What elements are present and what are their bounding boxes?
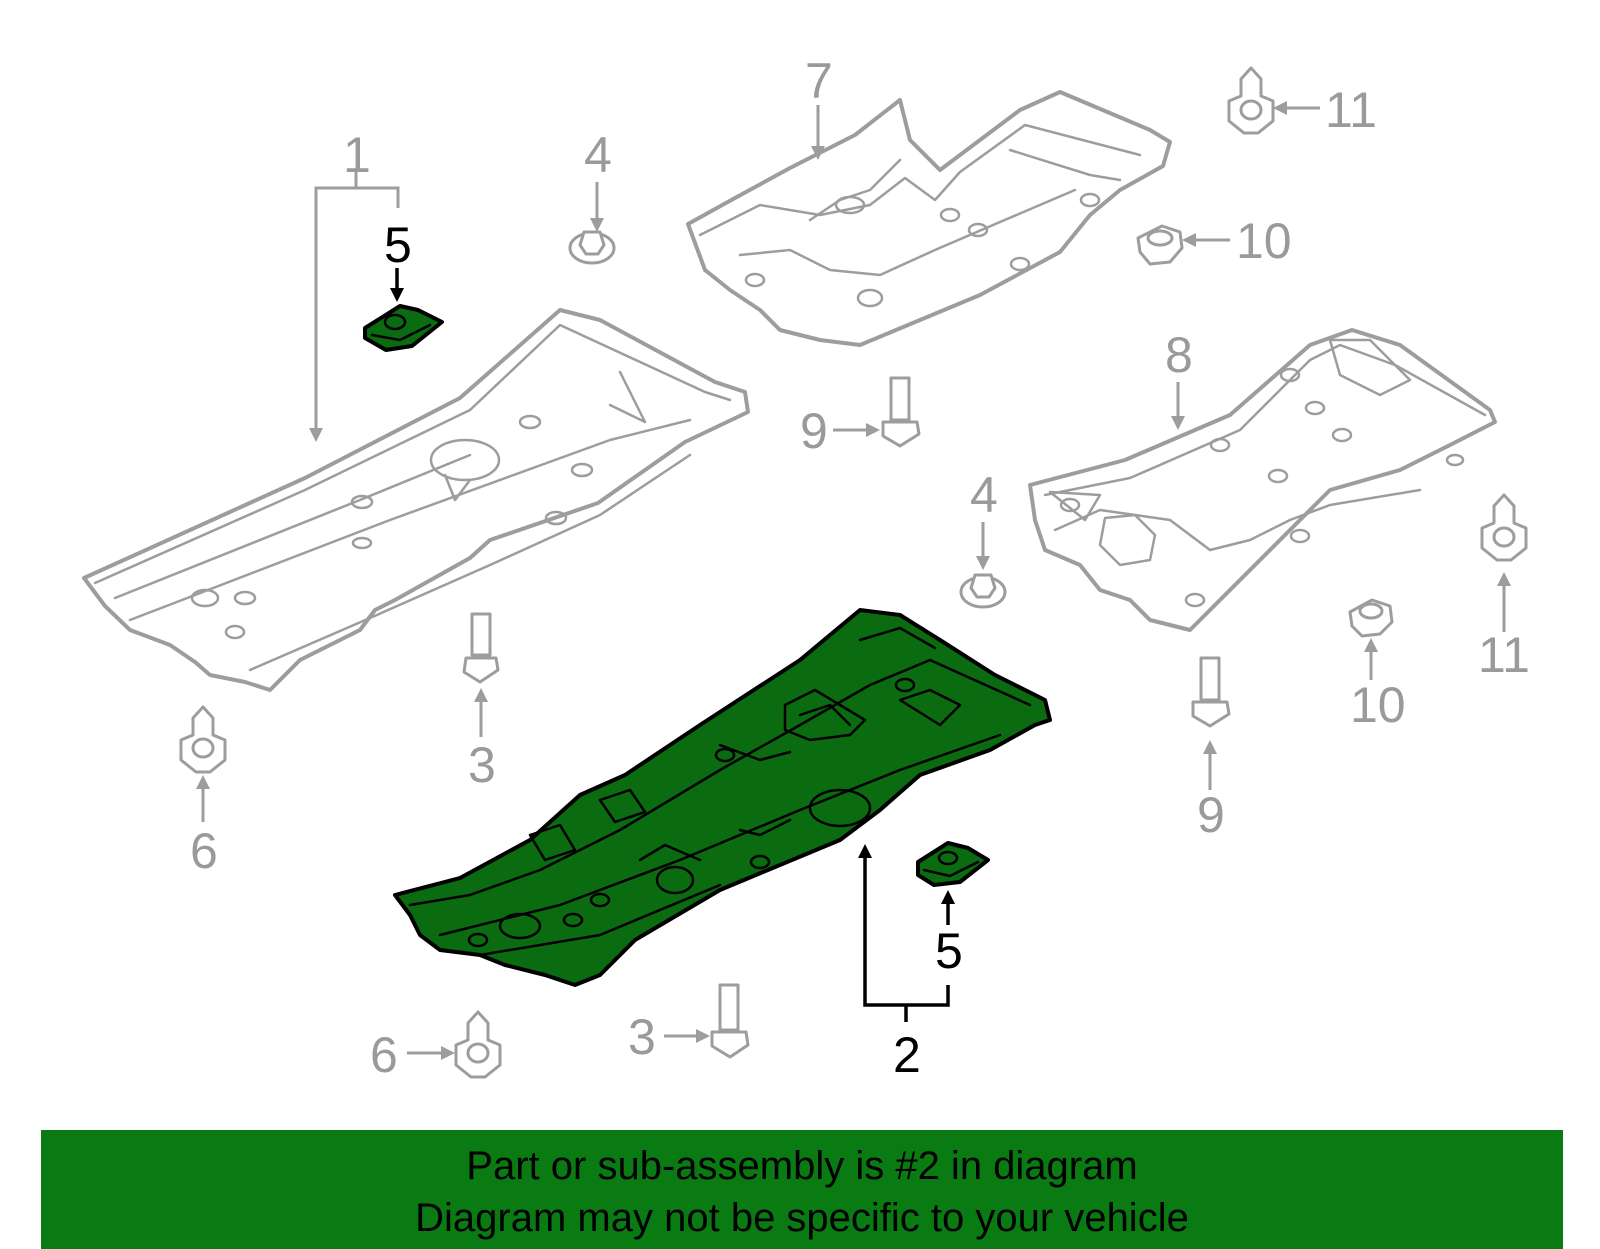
push-nut-10-bottom (1348, 598, 1394, 638)
part-8-right-shield (1028, 328, 1497, 632)
leader-lines (196, 101, 1511, 1060)
bolt-9-bottom (1191, 656, 1231, 728)
push-nut-10-top (1136, 224, 1184, 266)
callout-4-top: 4 (584, 127, 612, 183)
banner-line-1: Part or sub-assembly is #2 in diagram (466, 1144, 1138, 1188)
callout-3-bottom: 3 (628, 1009, 656, 1065)
push-pin-11-top (1227, 66, 1275, 135)
callout-labels: 1 5 4 7 11 10 9 8 4 3 6 5 2 3 6 9 10 11 (190, 53, 1530, 1083)
callout-6-left: 6 (190, 823, 218, 879)
part-7-rear-shield (686, 90, 1172, 347)
callout-1: 1 (343, 127, 371, 183)
callout-9-top: 9 (800, 403, 828, 459)
callout-9-bottom: 9 (1197, 787, 1225, 843)
callout-8: 8 (1165, 327, 1193, 383)
part-1-left-shield (82, 308, 750, 692)
callout-7: 7 (805, 53, 833, 109)
callout-10-bottom: 10 (1350, 677, 1406, 733)
callout-10-top: 10 (1236, 213, 1292, 269)
callout-3-left: 3 (468, 737, 496, 793)
clip-nut-5-bottom (916, 841, 990, 887)
push-pin-11-right (1480, 493, 1528, 562)
flange-nut-4-top (568, 230, 616, 265)
callout-11-right: 11 (1478, 627, 1530, 683)
callout-6-bottom: 6 (370, 1027, 398, 1083)
push-pin-6-bottom (454, 1010, 502, 1079)
flange-nut-4-right (959, 573, 1007, 609)
callout-5-bottom: 5 (935, 923, 963, 979)
bolt-3-left (462, 612, 500, 684)
push-pin-6-left (179, 705, 227, 774)
bolt-9-top (881, 376, 921, 448)
callout-4-right: 4 (970, 467, 998, 523)
clip-nut-5-top (363, 304, 444, 352)
callout-5-top: 5 (384, 217, 412, 273)
callout-2: 2 (893, 1027, 921, 1083)
info-banner: Part or sub-assembly is #2 in diagram Di… (41, 1130, 1563, 1249)
banner-line-2: Diagram may not be specific to your vehi… (415, 1196, 1189, 1240)
callout-11-top: 11 (1325, 82, 1377, 138)
part-2-highlighted-shield (393, 608, 1052, 987)
bolt-3-bottom (710, 983, 750, 1059)
